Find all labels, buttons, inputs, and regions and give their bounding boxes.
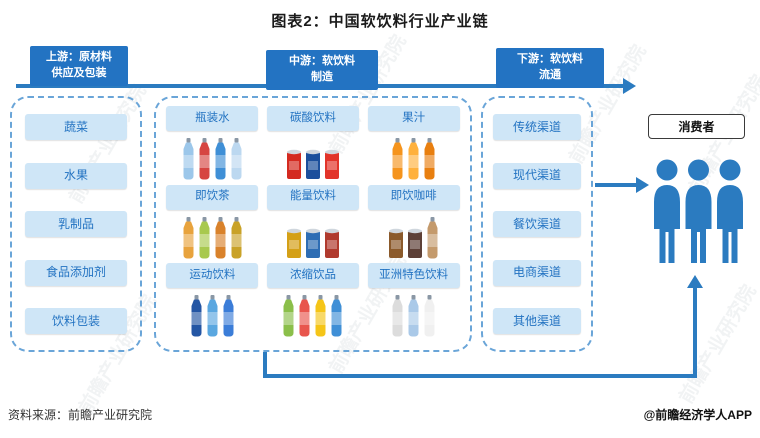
product-images xyxy=(182,136,243,180)
product-images xyxy=(182,215,243,259)
product-image xyxy=(230,138,243,180)
upstream-item-vegetables: 蔬菜 xyxy=(25,114,127,140)
stage-upstream-line2: 供应及包装 xyxy=(51,66,107,79)
product-image xyxy=(286,228,302,259)
product-images xyxy=(190,293,235,337)
product-image xyxy=(198,138,211,180)
page-title: 图表2：中国软饮料行业产业链 xyxy=(271,13,489,30)
product-image xyxy=(407,228,423,259)
source-note: 资料来源：前瞻产业研究院 xyxy=(8,408,153,422)
upstream-item-food-additives: 食品添加剂 xyxy=(25,259,127,286)
upstream-group: 蔬菜 水果 乳制品 食品添加剂 饮料包装 xyxy=(10,96,142,352)
bottom-path-vertical-left xyxy=(263,352,267,378)
category-label: 碳酸饮料 xyxy=(266,106,359,131)
stage-midstream-line2: 制造 xyxy=(311,70,333,83)
category-label: 能量饮料 xyxy=(266,184,359,210)
midstream-grid: 瓶装水 碳酸饮料 果汁 即饮茶 能量饮料 即饮咖啡 xyxy=(156,98,470,350)
channel-other: 其他渠道 xyxy=(493,308,581,334)
product-image xyxy=(407,138,420,180)
category-rtd-coffee: 即饮咖啡 xyxy=(363,184,464,264)
bottom-path-arrowhead-icon xyxy=(687,275,703,288)
category-energy-drinks: 能量饮料 xyxy=(263,184,364,264)
channel-catering: 餐饮渠道 xyxy=(493,211,581,237)
category-carbonated-drinks: 碳酸饮料 xyxy=(263,106,364,185)
product-images xyxy=(286,136,340,180)
category-concentrated-drinks: 浓缩饮品 xyxy=(263,263,364,342)
product-image xyxy=(305,149,321,180)
product-image xyxy=(198,216,211,259)
product-images xyxy=(391,136,436,180)
product-image xyxy=(286,149,302,180)
category-label: 浓缩饮品 xyxy=(266,263,359,289)
product-image xyxy=(391,295,404,337)
category-label: 瓶装水 xyxy=(166,106,259,131)
downstream-to-consumer-arrowhead-icon xyxy=(636,177,649,193)
bottom-path-vertical-right xyxy=(693,287,697,378)
upstream-item-dairy: 乳制品 xyxy=(25,211,127,237)
consumer-box: 消费者 xyxy=(648,114,745,139)
product-image xyxy=(305,228,321,259)
channel-traditional: 传统渠道 xyxy=(493,114,581,140)
watermark-text: 前瞻产业研究院 xyxy=(675,281,760,408)
product-image xyxy=(407,295,420,337)
product-image xyxy=(388,228,404,259)
category-bottled-water: 瓶装水 xyxy=(162,106,263,185)
category-sports-drinks: 运动饮料 xyxy=(162,263,263,342)
category-asian-specialty-drinks: 亚洲特色饮料 xyxy=(363,263,464,342)
product-images xyxy=(391,293,436,337)
downstream-to-consumer-arrow-line xyxy=(595,183,638,187)
product-image xyxy=(222,295,235,337)
product-image xyxy=(423,295,436,337)
category-juice: 果汁 xyxy=(363,106,464,185)
stage-downstream: 下游：软饮料 流通 xyxy=(496,48,604,88)
product-images xyxy=(286,215,340,259)
product-image xyxy=(330,295,343,337)
downstream-group: 传统渠道 现代渠道 餐饮渠道 电商渠道 其他渠道 xyxy=(481,96,593,352)
product-image xyxy=(324,149,340,180)
top-flow-arrowhead-icon xyxy=(623,78,636,94)
product-images xyxy=(388,215,439,259)
product-image xyxy=(391,138,404,180)
channel-modern: 现代渠道 xyxy=(493,162,581,189)
category-rtd-tea: 即饮茶 xyxy=(162,184,263,264)
consumers-icon xyxy=(654,159,743,263)
product-image xyxy=(182,138,195,180)
product-image xyxy=(230,216,243,259)
product-image xyxy=(214,216,227,259)
product-image xyxy=(298,295,311,337)
product-image xyxy=(423,138,436,180)
upstream-item-packaging: 饮料包装 xyxy=(25,308,127,334)
product-image xyxy=(190,295,203,337)
stage-downstream-line2: 流通 xyxy=(539,68,561,81)
stage-midstream-line1: 中游：软饮料 xyxy=(289,55,355,67)
category-label: 即饮咖啡 xyxy=(367,184,460,210)
category-label: 亚洲特色饮料 xyxy=(367,263,460,289)
product-image xyxy=(206,295,219,337)
stage-upstream-line1: 上游：原材料 xyxy=(46,51,112,63)
product-image xyxy=(282,295,295,337)
stage-midstream: 中游：软饮料 制造 xyxy=(266,50,378,90)
product-image xyxy=(314,295,327,337)
product-images xyxy=(282,293,343,337)
product-image xyxy=(214,138,227,180)
upstream-item-fruit: 水果 xyxy=(25,162,127,189)
channel-ecommerce: 电商渠道 xyxy=(493,259,581,286)
product-image xyxy=(182,216,195,259)
product-image xyxy=(426,216,439,259)
product-image xyxy=(324,228,340,259)
midstream-group: 瓶装水 碳酸饮料 果汁 即饮茶 能量饮料 即饮咖啡 xyxy=(154,96,472,352)
category-label: 即饮茶 xyxy=(166,184,259,210)
app-credit: @前瞻经济学人APP xyxy=(643,408,752,422)
stage-upstream: 上游：原材料 供应及包装 xyxy=(30,46,128,86)
bottom-path-horizontal xyxy=(263,374,697,378)
category-label: 果汁 xyxy=(367,106,460,131)
category-label: 运动饮料 xyxy=(166,263,259,289)
stage-downstream-line1: 下游：软饮料 xyxy=(517,53,583,65)
